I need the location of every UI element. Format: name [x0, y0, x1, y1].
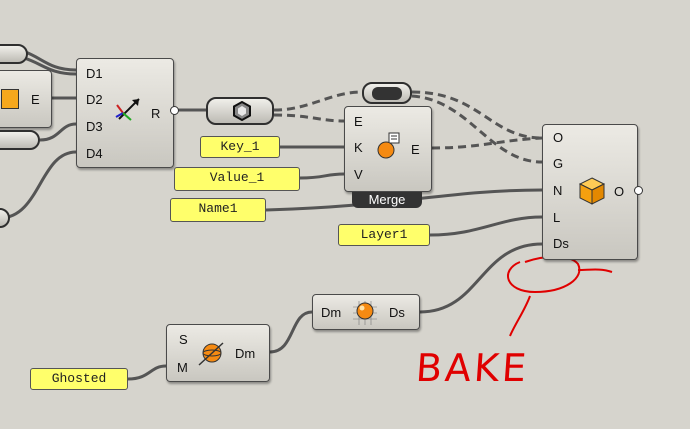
left-stub-top[interactable] — [0, 44, 28, 64]
merge-component[interactable]: E K V E — [344, 106, 432, 192]
box-icon — [578, 177, 606, 205]
left-stub-bottom[interactable] — [0, 130, 40, 150]
shader-output-dm[interactable]: Dm — [235, 346, 256, 361]
explode-input-d3[interactable]: D3 — [86, 119, 103, 134]
explode-icon — [115, 98, 140, 121]
material-sphere-icon — [353, 301, 377, 325]
bake-input-n[interactable]: N — [553, 183, 563, 198]
orange-icon — [1, 89, 19, 109]
capsule-inner — [372, 87, 402, 100]
bake-annotation: BAKE — [414, 346, 531, 390]
bake-input-ds[interactable]: Ds — [553, 236, 569, 251]
left-stub-output-label: E — [31, 92, 40, 107]
shader-component[interactable]: S M Dm — [166, 324, 270, 382]
panel-key[interactable]: Key_1 — [200, 136, 280, 158]
merge-input-e[interactable]: E — [354, 114, 363, 129]
explode-input-d4[interactable]: D4 — [86, 146, 103, 161]
bake-input-o[interactable]: O — [553, 130, 564, 145]
bake-input-l[interactable]: L — [553, 210, 561, 225]
display-material-component[interactable]: Dm Ds — [312, 294, 420, 330]
shader-input-s[interactable]: S — [179, 332, 188, 347]
cluster-capsule[interactable] — [362, 82, 412, 104]
merge-input-k[interactable]: K — [354, 140, 363, 155]
shader-input-m[interactable]: M — [177, 360, 188, 375]
panel-ghosted[interactable]: Ghosted — [30, 368, 128, 390]
bake-output-o[interactable]: O — [614, 184, 625, 199]
explode-port-r[interactable] — [170, 106, 179, 115]
panel-name[interactable]: Name1 — [170, 198, 266, 222]
left-stub-component[interactable]: E — [0, 70, 52, 128]
bake-port-o[interactable] — [634, 186, 643, 195]
panel-layer[interactable]: Layer1 — [338, 224, 430, 246]
relay-node[interactable] — [206, 97, 274, 125]
displaymat-input-dm[interactable]: Dm — [321, 305, 342, 320]
merge-output-e[interactable]: E — [411, 142, 420, 157]
merge-title: Merge — [352, 192, 422, 208]
explode-input-d2[interactable]: D2 — [86, 92, 103, 107]
bake-input-g[interactable]: G — [553, 156, 564, 171]
bake-component[interactable]: O G N L Ds O — [542, 124, 638, 260]
explode-output-r[interactable]: R — [151, 106, 161, 121]
displaymat-output-ds[interactable]: Ds — [389, 305, 405, 320]
shader-sphere-icon — [198, 342, 224, 366]
panel-value[interactable]: Value_1 — [174, 167, 300, 191]
merge-input-v[interactable]: V — [354, 167, 363, 182]
merge-icon — [377, 132, 400, 159]
hexagon-icon — [233, 101, 251, 121]
explode-component[interactable]: D1 D2 D3 D4 R — [76, 58, 174, 168]
explode-input-d1[interactable]: D1 — [86, 66, 103, 81]
